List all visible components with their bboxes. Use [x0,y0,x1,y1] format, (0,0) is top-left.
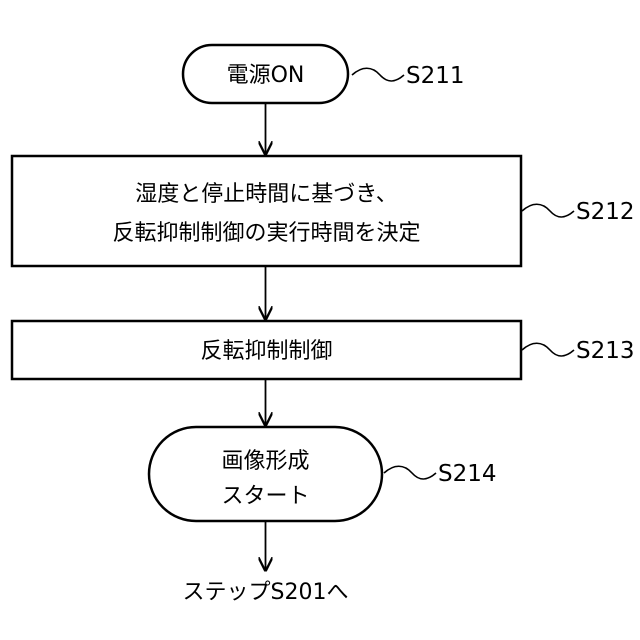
step-label-s214: S214 [438,461,497,487]
process-decide-time: 湿度と停止時間に基づき、 反転抑制制御の実行時間を決定 [12,156,521,266]
step-label-s212: S212 [576,199,635,225]
node-label-decide-time-line1: 湿度と停止時間に基づき、 [135,182,397,207]
exit-label: ステップS201へ [183,580,349,605]
terminal-power-on: 電源ON [183,45,348,103]
process-inversion-control: 反転抑制制御 [12,321,521,379]
node-label-start-line1: 画像形成 [221,449,309,474]
node-label-start-line2: スタート [221,484,309,509]
step-label-s213: S213 [576,338,635,364]
terminal-image-forming-start: 画像形成 スタート [149,427,382,521]
leader-s211 [352,68,404,81]
step-label-s211: S211 [406,63,465,89]
leader-s212 [522,204,574,217]
leader-s214 [384,466,436,479]
leader-s213 [522,343,574,356]
node-label-inversion-control: 反転抑制制御 [200,339,332,364]
node-label-power-on: 電源ON [227,63,305,88]
node-label-decide-time-line2: 反転抑制制御の実行時間を決定 [112,221,420,246]
